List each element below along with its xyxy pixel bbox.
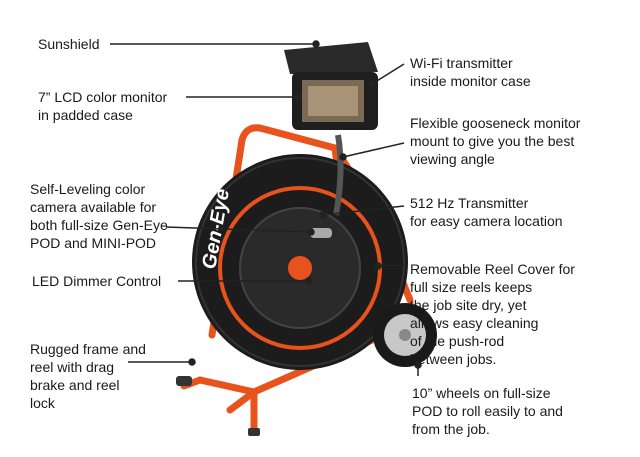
front-foot [248, 428, 260, 436]
label-camera: Self-Leveling color camera available for… [30, 181, 168, 251]
camera-head [310, 228, 332, 238]
label-sunshield: Sunshield [38, 36, 100, 52]
label-reel-cover: Removable Reel Cover for full size reels… [410, 261, 575, 367]
label-dimmer: LED Dimmer Control [32, 273, 162, 289]
gooseneck-mount [333, 134, 344, 216]
reel [192, 154, 408, 370]
label-gooseneck: Flexible gooseneck monitor mount to give… [410, 115, 581, 167]
rear-foot [176, 376, 192, 386]
leader-lines [110, 40, 422, 376]
lcd-monitor [284, 42, 378, 130]
wheel [373, 303, 437, 367]
label-frame: Rugged frame and reel with drag brake an… [30, 341, 146, 411]
label-lcd-monitor: 7” LCD color monitor in padded case [38, 89, 168, 123]
label-transmitter: 512 Hz Transmitter for easy camera locat… [410, 195, 563, 229]
label-wheels: 10” wheels on full-size POD to roll easi… [412, 385, 563, 437]
label-wifi: Wi-Fi transmitter inside monitor case [410, 55, 531, 89]
